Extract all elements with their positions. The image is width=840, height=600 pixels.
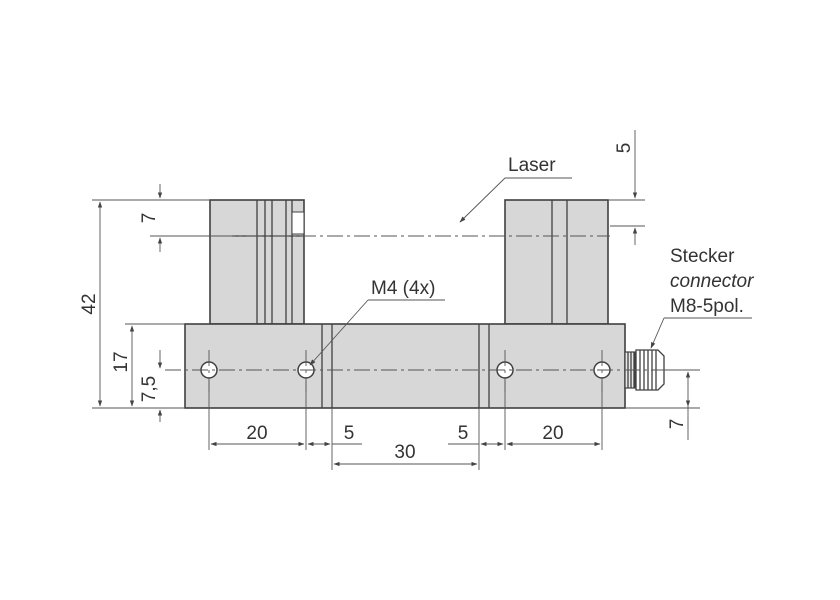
laser-label: Laser xyxy=(508,155,556,176)
dim-laser-offset: 5 xyxy=(614,143,635,154)
dim-gap-right: 5 xyxy=(458,423,469,444)
dim-overall-height: 42 xyxy=(79,293,100,314)
m4-holes-label: M4 (4x) xyxy=(371,278,435,299)
dim-center-width: 30 xyxy=(394,442,415,463)
dim-base-height: 17 xyxy=(111,351,132,372)
left-arm xyxy=(209,199,305,325)
dim-hole-spacing-left: 20 xyxy=(246,423,267,444)
right-arm xyxy=(504,199,609,325)
dim-arm-offset: 7 xyxy=(139,213,160,224)
connector-leader xyxy=(650,317,665,349)
base-block xyxy=(184,323,626,409)
connector-type-label: M8-5pol. xyxy=(670,296,744,317)
laser-leader xyxy=(459,177,506,223)
dim-hole-spacing-right: 20 xyxy=(542,423,563,444)
connector-label-de: Stecker xyxy=(670,246,735,267)
dim-connector-height: 7 xyxy=(667,419,688,430)
m4-leader xyxy=(309,299,369,366)
dim-hole-height: 7,5 xyxy=(139,376,160,402)
dim-gap-left: 5 xyxy=(344,423,355,444)
connector-label-en: connector xyxy=(670,271,754,292)
